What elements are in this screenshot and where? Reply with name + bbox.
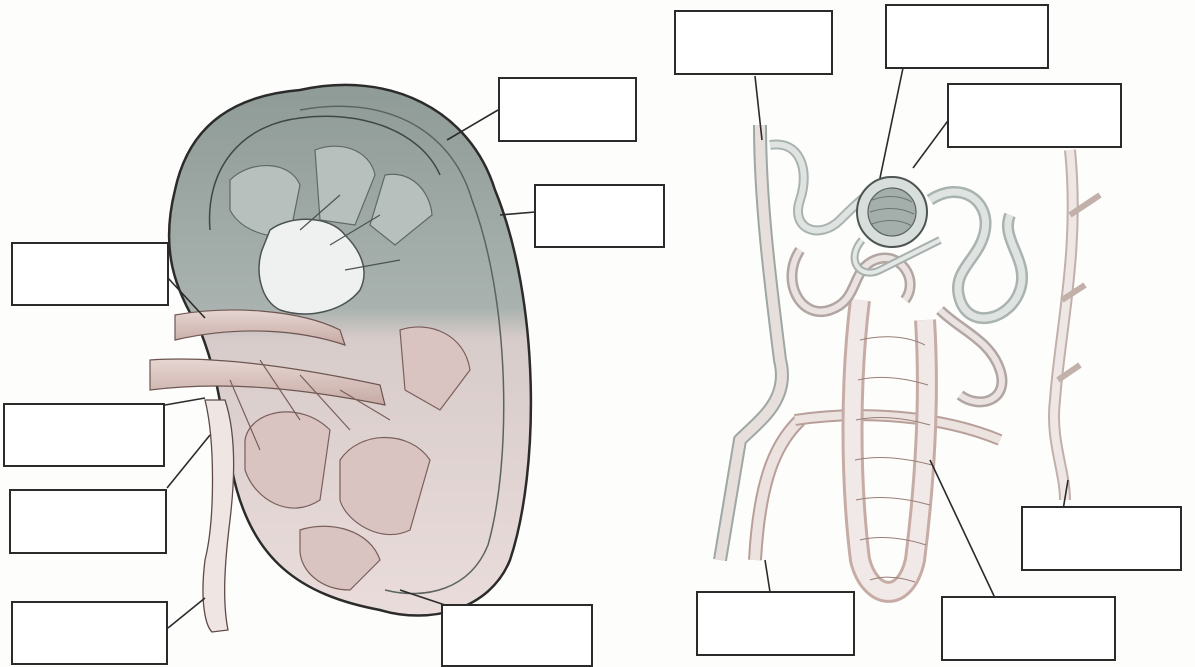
kidney-label-box-6[interactable] bbox=[11, 601, 168, 665]
kidney-label-box-1[interactable] bbox=[498, 77, 637, 142]
nephron-label-box-2[interactable] bbox=[885, 4, 1049, 69]
kidney-label-box-3[interactable] bbox=[11, 242, 169, 306]
kidney-label-box-7[interactable] bbox=[441, 604, 593, 667]
nephron-label-box-6[interactable] bbox=[941, 596, 1116, 661]
kidney-label-box-5[interactable] bbox=[9, 489, 167, 554]
nephron-label-box-1[interactable] bbox=[674, 10, 833, 75]
kidney-label-box-2[interactable] bbox=[534, 184, 665, 248]
ureter bbox=[203, 400, 234, 632]
nephron-label-box-5[interactable] bbox=[696, 591, 855, 656]
nephron-label-box-3[interactable] bbox=[947, 83, 1122, 148]
nephron-label-box-4[interactable] bbox=[1021, 506, 1182, 571]
kidney-label-box-4[interactable] bbox=[3, 403, 165, 467]
